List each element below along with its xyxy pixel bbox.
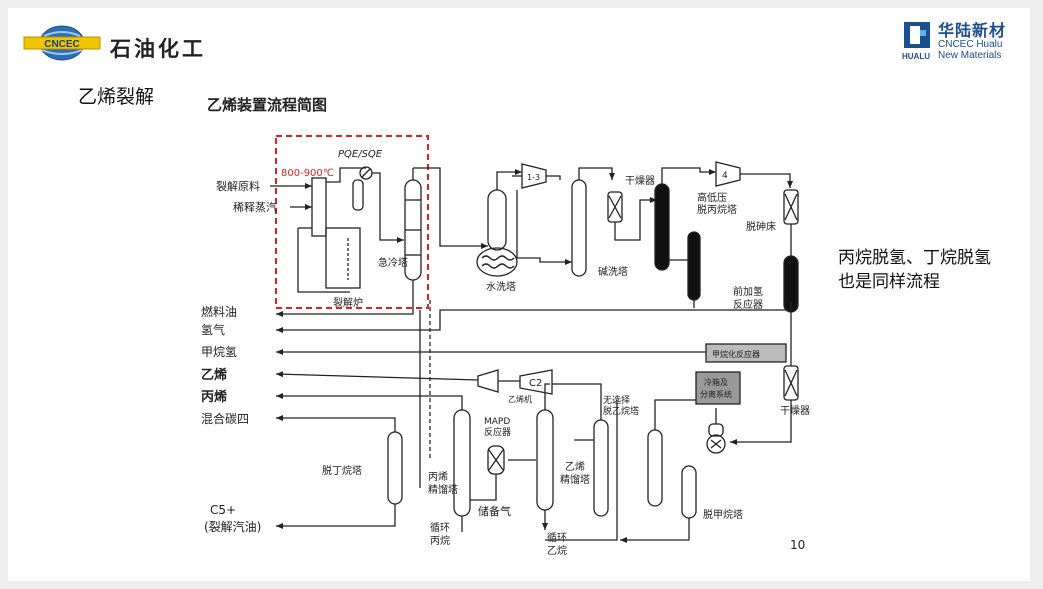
label-pqe: PQE/SQE <box>338 149 383 160</box>
methanation-reactor <box>705 343 787 363</box>
product-pygas: (裂解汽油) <box>204 519 261 534</box>
label-propylene-frac-1: 丙烯 <box>428 470 448 483</box>
label-methanation: 甲烷化反应器 <box>712 349 760 359</box>
side-note: 丙烷脱氢、丁烷脱氢 也是同样流程 <box>838 246 1028 294</box>
label-cold-box-2: 分离系统 <box>700 389 732 399</box>
product-c5: C5+ <box>210 503 236 517</box>
hualu-name-en-2: New Materials <box>938 50 1002 61</box>
deethanizer <box>593 419 609 517</box>
label-compressor-1: 1-3 <box>527 173 540 182</box>
cncec-logo: CNCEC <box>23 25 101 61</box>
label-caustic-wash: 碱洗塔 <box>598 265 628 278</box>
label-deethanizer-2: 脱乙烷塔 <box>603 405 639 417</box>
logo-text: CNCEC <box>44 39 80 50</box>
compressor-1-3 <box>521 163 547 189</box>
product-propylene: 丙烯 <box>201 389 227 405</box>
compressor-4 <box>715 161 741 187</box>
caustic-wash-tower <box>571 179 587 277</box>
cold-box <box>695 371 741 405</box>
furnace-loop <box>297 228 350 293</box>
label-cold-box-1: 冷箱及 <box>704 377 728 387</box>
label-water-wash: 水洗塔 <box>486 280 516 293</box>
label-ethylene-frac-2: 精馏塔 <box>560 473 590 486</box>
demethanizer-stripper <box>681 465 697 519</box>
label-c2: C2 <box>529 378 542 389</box>
hualu-logo-icon <box>904 22 930 48</box>
furnace-radiant <box>325 227 361 289</box>
ethylene-fractionator <box>536 409 554 511</box>
ethylene-process-diagram: 乙烯装置流程简图 <box>201 96 810 557</box>
product-ethylene: 乙烯 <box>201 367 227 383</box>
label-ethylene-compressor: 乙烯机 <box>508 394 532 404</box>
hualu-name-en-1: CNCEC Hualu <box>938 39 1003 50</box>
label-propylene-frac-2: 精馏塔 <box>428 483 458 496</box>
hualu-mark: HUALU <box>902 52 930 61</box>
product-c4: 混合碳四 <box>201 411 249 426</box>
label-mapd-2: 反应器 <box>484 426 511 438</box>
label-feed: 裂解原料 <box>216 179 260 193</box>
furnace-highlight-box <box>275 135 429 309</box>
label-depropanizer-1: 高低压 <box>697 191 727 204</box>
company-name: 石油化工 <box>110 36 206 61</box>
c2-compressor <box>519 369 553 395</box>
ethylene-line <box>275 371 479 381</box>
label-deoxy-bed: 脱砷床 <box>746 220 776 233</box>
feed-drum <box>706 434 726 454</box>
page-number: 10 <box>790 538 805 552</box>
label-front-hydro-1: 前加氢 <box>733 285 763 298</box>
propylene-fractionator <box>453 409 471 517</box>
label-depropanizer-2: 脱丙烷塔 <box>697 203 737 216</box>
hp-depropanizer <box>654 183 670 271</box>
water-wash-tower <box>487 189 507 251</box>
hualu-name-cn: 华陆新材 <box>938 21 1007 40</box>
label-deethanizer-1: 无选择 <box>603 394 630 406</box>
label-front-hydro-2: 反应器 <box>733 298 763 311</box>
side-note-line-2: 也是同样流程 <box>838 272 940 292</box>
lp-depropanizer <box>687 231 701 301</box>
label-dryer-right: 干燥器 <box>780 405 810 417</box>
tle-exchanger <box>352 179 364 211</box>
label-compressor-4: 4 <box>722 171 728 181</box>
demethanizer <box>647 429 663 507</box>
product-hydrogen: 氢气 <box>201 322 225 337</box>
label-dryer-top: 干燥器 <box>625 175 655 187</box>
label-temperature: 800-900℃ <box>281 168 334 179</box>
ethylene-compressor <box>477 369 499 393</box>
side-note-line-1: 丙烷脱氢、丁烷脱氢 <box>838 248 991 268</box>
label-recycle-ethane-1: 循环 <box>547 531 567 544</box>
label-ethylene-frac-1: 乙烯 <box>565 460 585 473</box>
hydrogen-line <box>276 302 792 333</box>
label-recycle-propane-1: 循环 <box>430 521 450 534</box>
label-recycle-ethane-2: 乙烷 <box>547 544 567 557</box>
label-debutanizer: 脱丁烷塔 <box>322 464 362 477</box>
furnace-convection <box>311 177 327 237</box>
slide <box>8 8 1030 581</box>
label-steam: 稀释蒸汽 <box>233 200 277 214</box>
product-fuel-oil: 燃料油 <box>201 304 237 319</box>
label-mapd-1: MAPD <box>484 417 510 427</box>
label-recycle-propane-2: 丙烷 <box>430 534 450 547</box>
section-title: 乙烯裂解 <box>78 86 155 108</box>
fuel-oil-line <box>276 280 414 317</box>
label-quench-tower: 急冷塔 <box>378 256 408 269</box>
label-demethanizer: 脱甲烷塔 <box>703 508 743 521</box>
debutanizer <box>387 431 403 505</box>
label-storage-gas: 储备气 <box>478 504 511 518</box>
water-wash-base <box>476 247 518 277</box>
label-furnace: 裂解炉 <box>333 296 363 309</box>
diagram-title: 乙烯装置流程简图 <box>207 96 327 114</box>
product-methane-hydrogen: 甲烷氢 <box>201 344 237 359</box>
